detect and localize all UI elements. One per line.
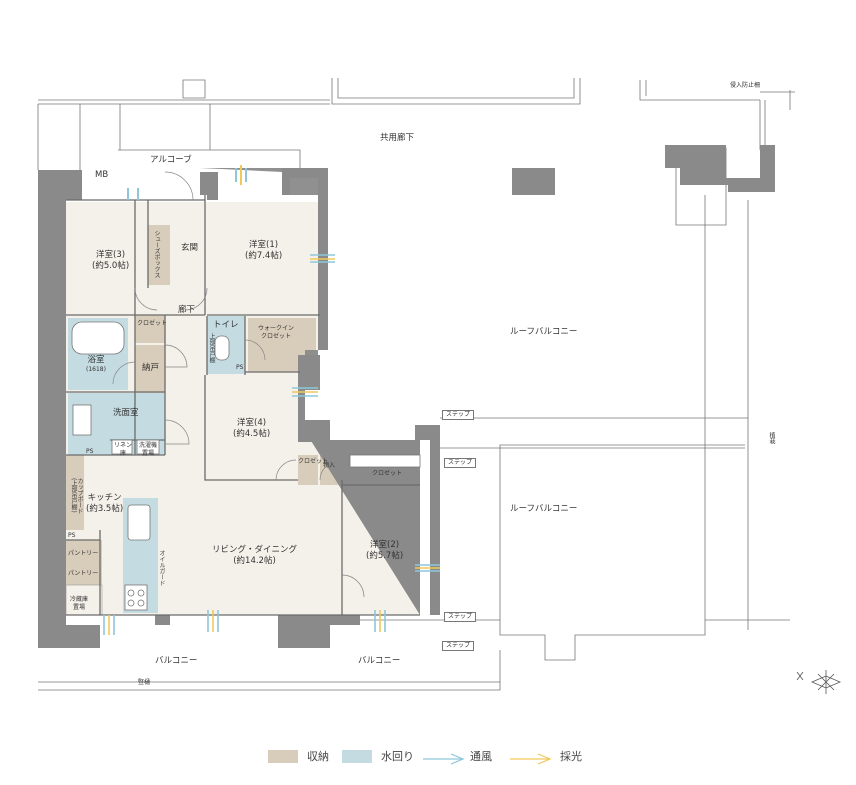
bath-size: (1618) [86,365,106,373]
shoe-box-label: シューズボックス [153,230,160,278]
legend-light: 採光 [560,748,582,764]
room2-label: 洋室(2) (約5.7帖) [366,540,403,561]
room1-size: (約7.4帖) [245,250,283,261]
toilet-storage-label: 上部吊戸棚 [208,333,215,363]
window-markers [103,165,440,635]
planting-label: 植栽 [768,432,775,444]
closet-room4-label: クロゼット [298,458,329,465]
pantry1-label: パントリー [68,550,99,557]
storeroom-label: 納戸 [142,363,160,373]
hallway-label: 廊下 [178,305,196,315]
living-name: リビング・ダイニング [212,545,298,555]
walk-in-closet-label: ウォークイン クロゼット [258,325,295,340]
door-swings [112,171,365,598]
legend-arrows [423,753,552,765]
partitions [66,195,420,616]
room4-size: (約4.5帖) [233,428,271,439]
room3-label: 洋室(3) (約5.0帖) [92,250,129,271]
linen-label: リネン 庫 [114,442,133,457]
common-corridor-label: 共用廊下 [380,133,415,143]
mb-label: MB [95,170,109,180]
cupboard-label: カップボード (上部吊戸棚) [70,478,83,514]
gutter-label: 竪樋 [138,679,151,686]
legend-storage: 収納 [268,748,329,764]
fixtures [71,321,421,611]
legend-light-label: 採光 [560,750,582,763]
pantry2-label: パントリー [68,570,99,577]
legend-water-label: 水回り [381,750,414,763]
ps-toilet-label: PS [236,364,244,371]
legend-storage-label: 収納 [307,750,329,763]
roof-balcony-upper-label: ルーフバルコニー [510,327,578,337]
legend-water: 水回り [342,748,414,764]
bath-label: 浴室 (1618) [86,355,106,373]
room1-label: 洋室(1) (約7.4帖) [245,240,282,261]
ps-kitchen-label: PS [68,532,76,539]
compass-icon [796,670,842,694]
room4-label: 洋室(4) (約4.5帖) [233,418,270,439]
kitchen-size: (約3.5帖) [86,503,124,514]
walls [38,145,775,648]
kitchen-name: キッチン [87,493,122,503]
roof-balcony-lower-label: ルーフバルコニー [510,504,578,514]
washroom-label: 洗面室 [113,408,139,418]
kitchen-label: キッチン (約3.5帖) [86,493,123,514]
storage-swatch [268,749,298,763]
legend-ventilation-label: 通風 [470,750,492,763]
storage-in-label: 物入 [323,462,336,469]
room2-size: (約5.7帖) [366,550,404,561]
room3-name: 洋室(3) [96,250,126,260]
floor-areas [65,202,420,616]
closet-room2-label: クロゼット [372,470,403,477]
step-tag-1: ステップ [442,410,475,420]
step-tag-3: ステップ [444,612,477,622]
step-tag-2: ステップ [444,458,477,468]
legend-ventilation: 通風 [470,748,492,764]
toilet-label: トイレ [213,320,239,330]
water-swatch [342,749,372,763]
washer-label: 洗濯機 置場 [139,442,158,457]
entrance-label: 玄関 [181,243,199,253]
intrusion-fence-label: 侵入防止柵 [730,82,761,89]
living-size: (約14.2帖) [233,555,276,566]
alcove-label: アルコーブ [150,155,192,165]
balcony-left-label: バルコニー [155,656,198,666]
balcony-right-label: バルコニー [358,656,401,666]
ps-wash-label: PS [86,448,94,455]
step-tag-4: ステップ [442,641,475,651]
room3-size: (約5.0帖) [92,260,130,271]
living-label: リビング・ダイニング (約14.2帖) [212,545,297,566]
bath-name: 浴室 [87,355,105,365]
fridge-label: 冷蔵庫 置場 [70,596,89,611]
room2-name: 洋室(2) [370,540,400,550]
closet-room3-label: クロゼット [137,320,168,327]
oil-guard-label: オイルガード [158,550,165,586]
room1-name: 洋室(1) [249,240,279,250]
room4-name: 洋室(4) [237,418,267,428]
